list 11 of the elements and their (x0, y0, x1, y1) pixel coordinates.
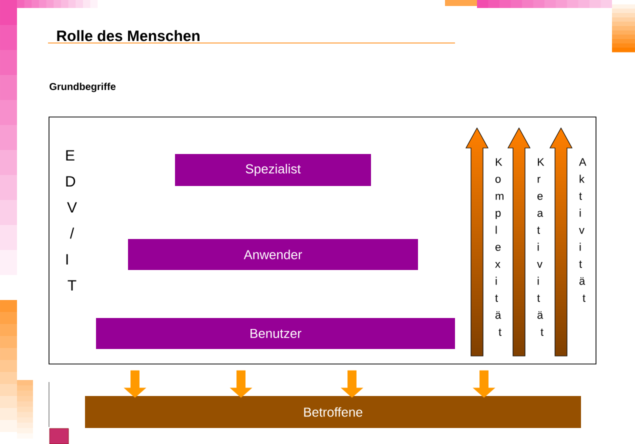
vertical-label: Komplexität (495, 158, 504, 336)
title: Rolle des Menschen (57, 30, 200, 42)
vertical-label: EDV / IT (66, 150, 77, 290)
role-bar: Benutzer (96, 318, 455, 349)
target-bar: Betroffene (85, 396, 581, 428)
frame-box (48, 116, 596, 364)
vertical-label: Aktivität (579, 158, 586, 302)
vertical-label: Kreativität (537, 158, 544, 336)
subtitle: Grundbegriffe (50, 82, 116, 92)
role-bar: Anwender (128, 239, 418, 270)
role-bar: Spezialist (175, 154, 371, 186)
